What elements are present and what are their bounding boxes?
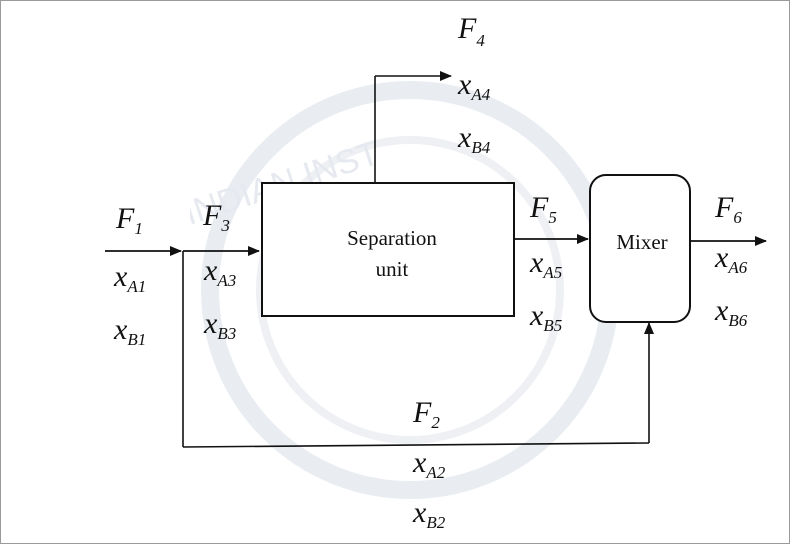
separation-unit-label-line1: Separation [347,226,437,250]
stream-f2-xb-label: xB2 [412,496,446,532]
stream-f6-label: F6 [714,191,742,227]
stream-f2-horizontal [182,442,650,448]
stream-f1-xb-label: xB1 [113,313,146,349]
stream-f2-xa-label: xA2 [412,446,446,482]
stream-f6-xb-label: xB6 [714,294,748,330]
stream-f3-xa-label: xA3 [203,254,236,290]
stream-f5-label: F5 [529,191,557,227]
stream-f3-xb-label: xB3 [203,307,236,343]
separation-unit-label-line2: unit [376,257,409,281]
stream-f2-label: F2 [412,396,440,432]
stream-f5-xa-label: xA5 [529,246,562,282]
stream-f1-xa-label: xA1 [113,260,146,296]
stream-f6-xa-label: xA6 [714,241,748,277]
stream-f4-xb-label: xB4 [457,121,491,157]
mixer-box [589,174,691,323]
stream-f4-label: F4 [457,12,485,50]
stream-f3-label: F3 [202,199,230,235]
separation-unit-box [261,182,515,317]
mixer-label: Mixer [616,230,667,254]
stream-f4-xa-label: xA4 [457,68,491,104]
stream-f1-label: F1 [115,202,143,238]
stream-f5-xb-label: xB5 [529,299,562,335]
